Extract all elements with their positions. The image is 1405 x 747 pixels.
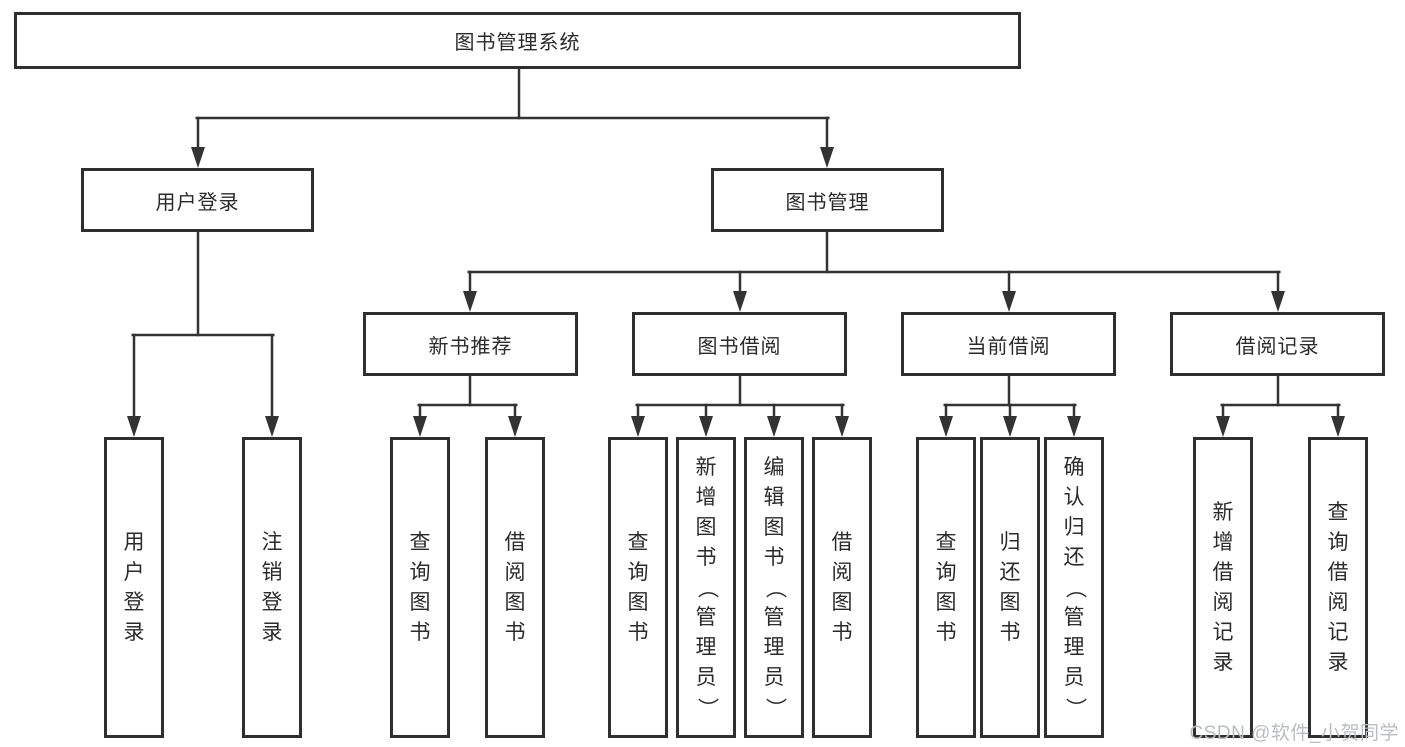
leaf-confirm-return-admin: 确认归还（管理员）	[1044, 437, 1104, 738]
leaf-query-books-1: 查询图书	[390, 437, 450, 738]
leaf-borrow-books-2: 借阅图书	[812, 437, 872, 738]
leaf-return-book: 归还图书	[980, 437, 1040, 738]
leaf-logout: 注销登录	[242, 437, 302, 738]
node-user-login: 用户登录	[81, 168, 314, 232]
watermark: CSDN @软件_小贺同学	[1189, 723, 1399, 744]
leaf-add-borrow-record: 新增借阅记录	[1193, 437, 1253, 738]
node-book-borrow: 图书借阅	[632, 312, 847, 376]
node-library-management-system: 图书管理系统	[14, 12, 1021, 69]
leaf-edit-book-admin: 编辑图书（管理员）	[744, 437, 804, 738]
node-borrow-records: 借阅记录	[1170, 312, 1385, 376]
leaf-borrow-books-1: 借阅图书	[485, 437, 545, 738]
node-current-borrow: 当前借阅	[901, 312, 1116, 376]
leaf-query-books-3: 查询图书	[916, 437, 976, 738]
leaf-query-borrow-record: 查询借阅记录	[1308, 437, 1368, 738]
leaf-user-login: 用户登录	[104, 437, 164, 738]
leaf-query-books-2: 查询图书	[608, 437, 668, 738]
leaf-add-book-admin: 新增图书（管理员）	[676, 437, 736, 738]
node-book-management: 图书管理	[711, 168, 944, 232]
node-new-book-recommend: 新书推荐	[363, 312, 578, 376]
